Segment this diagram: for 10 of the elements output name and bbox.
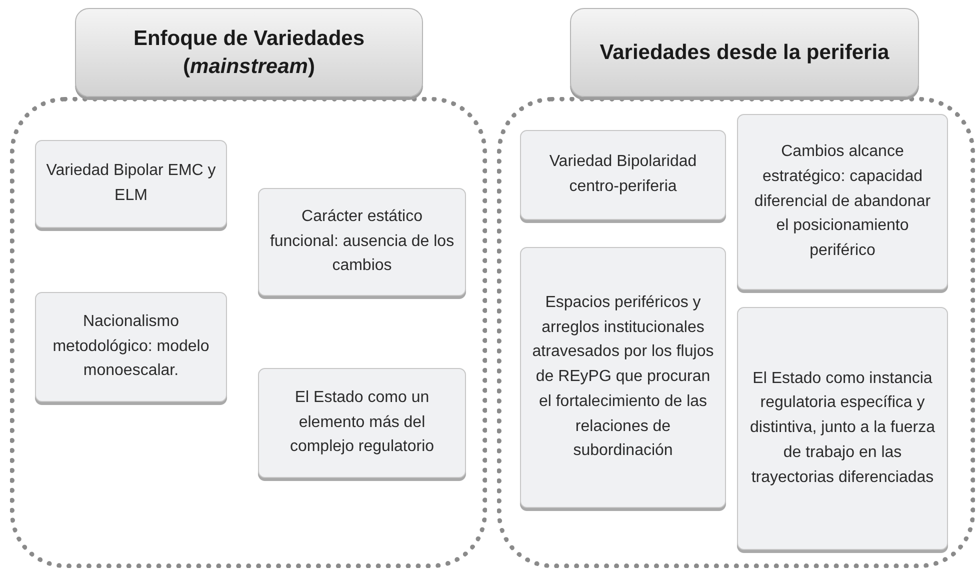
concept-box: Espacios periféricos y arreglos institucionales atravesados por los flujos de REyPG que procuran el fortalecimiento de las relaciones de subordinación <box>520 247 726 508</box>
concept-box: Variedad Bipolar EMC y ELM <box>35 140 227 228</box>
concept-box: El Estado como instancia regulatoria específica y distintiva, junto a la fuerza de trabajo en las trayectorias diferenciadas <box>737 307 948 550</box>
group-heading: Variedades desde la periferia <box>570 8 919 97</box>
concept-box: Cambios alcance estratégico: capacidad diferencial de abandonar el posicionamiento periférico <box>737 114 948 290</box>
concept-box: El Estado como un elemento más del complejo regulatorio <box>258 368 466 478</box>
group-heading: Enfoque de Variedades (mainstream) <box>75 8 423 97</box>
concept-box: Variedad Bipolaridad centro-periferia <box>520 130 726 220</box>
concept-box: Nacionalismo metodológico: modelo monoescalar. <box>35 292 227 402</box>
concept-box: Carácter estático funcional: ausencia de los cambios <box>258 188 466 296</box>
